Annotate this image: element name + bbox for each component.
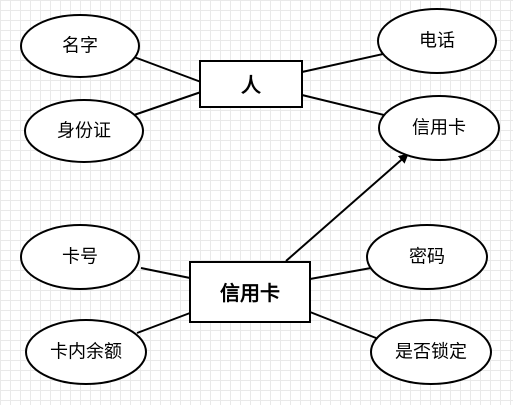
edge-card-to-person-creditcard xyxy=(285,153,409,262)
entity-person[interactable]: 人 xyxy=(199,60,303,108)
attr-credit-card[interactable]: 信用卡 xyxy=(378,95,500,161)
attr-password[interactable]: 密码 xyxy=(366,224,488,290)
attr-phone-label: 电话 xyxy=(419,31,455,52)
edge-person-creditcard-attr xyxy=(301,94,385,116)
attr-card-number[interactable]: 卡号 xyxy=(20,224,140,290)
attr-balance-label: 卡内余额 xyxy=(50,342,122,363)
entity-person-label: 人 xyxy=(241,73,262,97)
attr-id-card-label: 身份证 xyxy=(57,121,111,142)
edge-idcard-person xyxy=(133,91,202,116)
attr-locked[interactable]: 是否锁定 xyxy=(370,319,492,385)
entity-credit-card-label: 信用卡 xyxy=(220,281,280,305)
attr-credit-card-label: 信用卡 xyxy=(412,118,466,139)
edge-card-locked xyxy=(309,311,377,339)
attr-phone[interactable]: 电话 xyxy=(377,8,497,74)
edge-cardnumber-card xyxy=(140,267,191,279)
attr-locked-label: 是否锁定 xyxy=(395,342,467,363)
edge-name-person xyxy=(133,56,202,83)
attr-card-number-label: 卡号 xyxy=(62,247,98,268)
attr-name-label: 名字 xyxy=(62,36,98,57)
attr-password-label: 密码 xyxy=(409,247,445,268)
entity-credit-card[interactable]: 信用卡 xyxy=(189,261,311,323)
attr-name[interactable]: 名字 xyxy=(20,14,140,78)
edge-card-password xyxy=(309,267,372,280)
attr-balance[interactable]: 卡内余额 xyxy=(25,319,147,385)
edge-balance-card xyxy=(136,312,191,334)
edge-person-phone xyxy=(301,53,384,73)
attr-id-card[interactable]: 身份证 xyxy=(24,99,144,163)
